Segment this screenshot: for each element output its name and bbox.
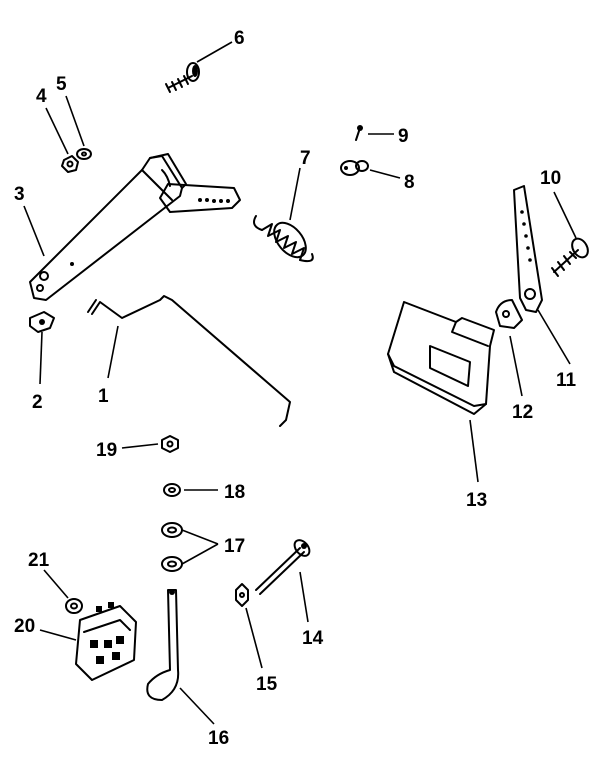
- callout-5: 5: [56, 74, 67, 95]
- callout-4: 4: [36, 86, 47, 107]
- part-1-rod: [87, 295, 291, 427]
- callout-3: 3: [14, 184, 25, 205]
- part-11-link-arm: [513, 185, 543, 313]
- callout-15: 15: [256, 674, 278, 695]
- callout-9: 9: [398, 126, 409, 147]
- part-6-screw: [165, 62, 200, 93]
- part-13-plate: [387, 301, 495, 415]
- part-7-spring: [253, 215, 314, 263]
- callout-1: 1: [98, 386, 109, 407]
- part-3-lever-arm: [29, 153, 241, 301]
- callout-12: 12: [512, 402, 533, 423]
- part-8-swivel: [340, 160, 369, 176]
- part-17-washers: [161, 522, 183, 572]
- part-10-bolt: [551, 237, 589, 277]
- callout-16: 16: [208, 728, 229, 749]
- callout-2: 2: [32, 392, 43, 413]
- part-2-clip: [29, 311, 55, 333]
- part-15-nut: [235, 583, 249, 607]
- part-18-washer: [163, 483, 181, 497]
- callout-13: 13: [466, 490, 487, 511]
- callout-11: 11: [556, 370, 577, 391]
- part-16-actuator: [146, 589, 180, 701]
- callout-19: 19: [96, 440, 117, 461]
- part-21-washer: [65, 598, 83, 614]
- callout-6: 6: [234, 28, 245, 49]
- part-14-stud: [255, 539, 311, 595]
- callout-10: 10: [540, 168, 561, 189]
- callout-labels: 6 4 5 3 7 9 8 10 11 12 13 2 1 19 18 17 2…: [14, 28, 577, 749]
- leader-lines: [23, 41, 577, 725]
- callout-20: 20: [14, 616, 35, 637]
- callout-8: 8: [404, 172, 415, 193]
- part-4-nut: [61, 155, 79, 173]
- part-5-washer: [76, 148, 92, 160]
- callout-7: 7: [300, 148, 311, 169]
- callout-18: 18: [224, 482, 245, 503]
- part-9-pin: [355, 125, 363, 141]
- callout-17: 17: [224, 536, 245, 557]
- part-19-nut: [161, 435, 179, 453]
- part-20-switch: [75, 602, 137, 681]
- part-12-bracket: [495, 299, 523, 329]
- callout-14: 14: [302, 628, 324, 649]
- callout-21: 21: [28, 550, 50, 571]
